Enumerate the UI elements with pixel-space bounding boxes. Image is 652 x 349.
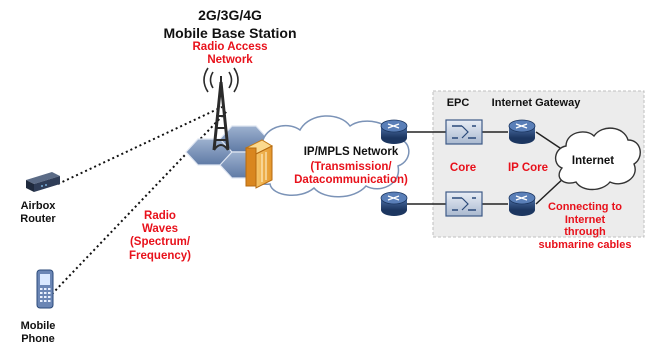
router-icon (508, 119, 536, 144)
core-label: Core (449, 162, 477, 174)
radio-link-phone (51, 109, 229, 295)
internet-label: Internet (571, 155, 615, 167)
radio-tower-icon (203, 67, 239, 151)
radio-access-network-label: Radio Access Network (192, 41, 268, 67)
internet-gateway-label: Internet Gateway (491, 97, 581, 109)
ip-core-label: IP Core (507, 162, 549, 174)
switch-icon (445, 119, 483, 145)
ip-mpls-cloud-icon (250, 115, 410, 198)
router-icon (508, 191, 536, 216)
network-generations-label: 2G/3G/4G (198, 7, 262, 23)
airbox-router-label: Airbox Router (20, 200, 56, 225)
epc-label: EPC (446, 97, 470, 109)
submarine-cables-label: Connecting to Internet through submarine… (538, 201, 632, 251)
router-icon (380, 191, 408, 216)
mobile-phone-icon (36, 269, 54, 309)
transmission-label: (Transmission/ Datacommunication) (294, 161, 408, 187)
mobile-phone-label: Mobile Phone (20, 320, 56, 345)
bts-cabinet-icon (244, 139, 274, 189)
router-icon (380, 119, 408, 144)
radio-link-airbox (57, 106, 223, 185)
airbox-router-icon (26, 172, 60, 192)
ip-mpls-network-label: IP/MPLS Network (303, 146, 399, 158)
switch-icon (445, 191, 483, 217)
radio-waves-label: Radio Waves (Spectrum/ Frequency) (129, 210, 191, 262)
base-station-label: Mobile Base Station (163, 25, 297, 41)
internet-cloud-icon (555, 127, 641, 191)
